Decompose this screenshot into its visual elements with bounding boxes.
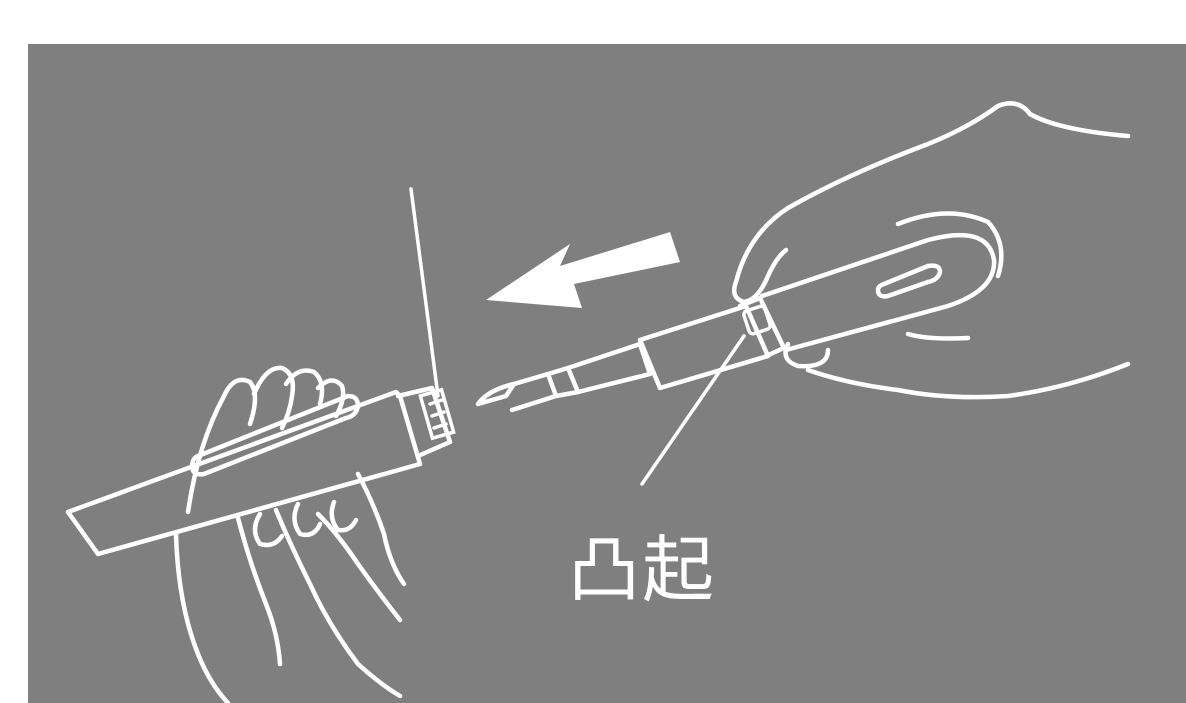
illustration-panel: 凸起	[28, 44, 1186, 703]
right-hand	[734, 103, 1128, 397]
left-tool	[68, 388, 454, 554]
arrow-left-icon	[486, 232, 680, 308]
callout-label: 凸起	[568, 534, 716, 606]
vertical-pointer-line	[411, 189, 438, 396]
callout-leader-line	[642, 336, 744, 484]
